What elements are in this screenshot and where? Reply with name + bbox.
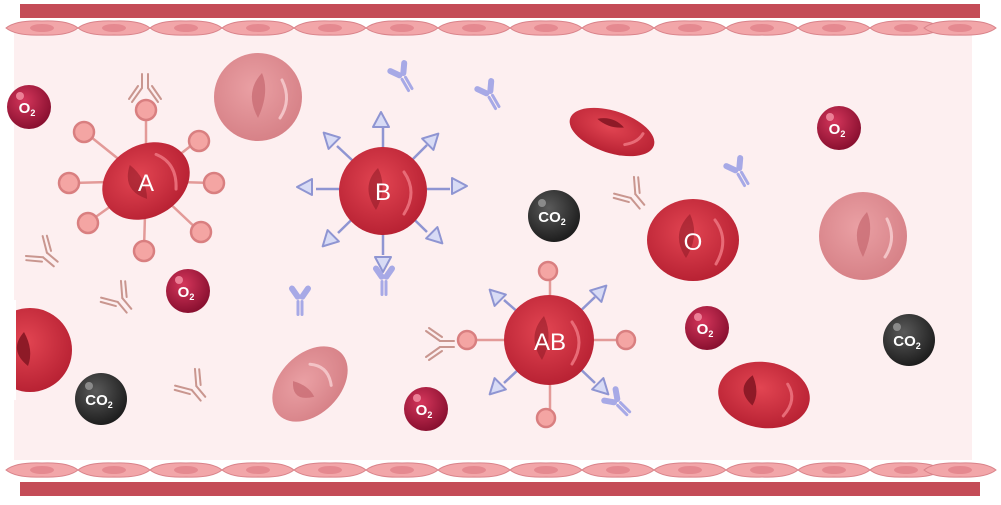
blood-type-ab-cell: AB [456,260,637,429]
carbon-dioxide-molecule-icon: CO2 [75,373,127,425]
red-blood-cell-icon [718,361,810,429]
pale-red-blood-cell-icon [214,53,302,141]
o2-label: O2 [178,284,195,302]
o2-label: O2 [829,121,846,139]
blood-type-b-cell: B [296,111,468,273]
blood-type-o-cell: O [647,199,739,281]
cell-label-b: B [375,179,391,206]
red-blood-cell-icon [569,107,655,157]
o2-label: O2 [19,100,36,118]
cell-label-o: O [684,229,703,256]
oxygen-molecule-icon: O2 [7,85,51,129]
vessel-wall-top [20,4,980,18]
co2-label: CO2 [85,392,113,410]
co2-label: CO2 [538,209,566,227]
carbon-dioxide-molecule-icon: CO2 [883,314,935,366]
oxygen-molecule-icon: O2 [817,106,861,150]
oxygen-molecule-icon: O2 [404,387,448,431]
blood-type-a-cell: A [57,98,226,263]
o2-label: O2 [697,321,714,339]
oxygen-molecule-icon: O2 [166,269,210,313]
pale-red-blood-cell-icon [272,346,348,422]
carbon-dioxide-molecule-icon: CO2 [528,190,580,242]
oxygen-molecule-icon: O2 [685,306,729,350]
co2-label: CO2 [893,333,921,351]
vessel-wall-bottom [20,482,980,496]
o2-label: O2 [416,402,433,420]
pale-red-blood-cell-icon [819,192,907,280]
cell-label-a: A [138,170,154,197]
red-blood-cell-icon [0,308,72,392]
cell-label-ab: AB [534,329,566,356]
